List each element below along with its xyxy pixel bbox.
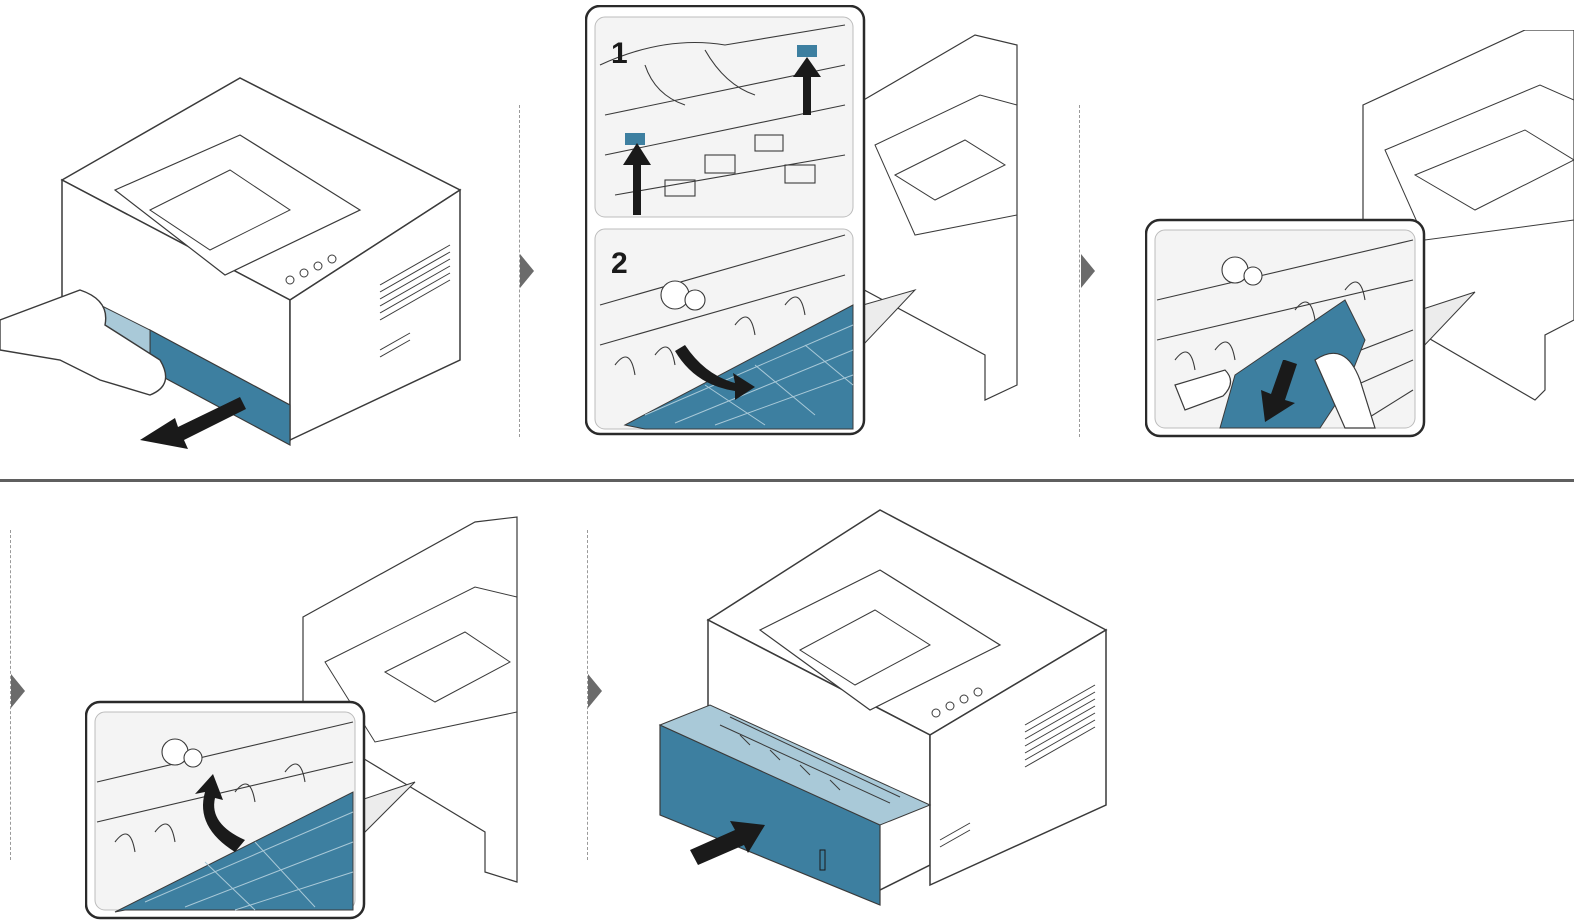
inset-label-1: 1 [611,37,628,70]
step-3-illustration [1145,30,1574,438]
step-arrow-icon [1081,254,1095,288]
step-2-illustration: 1 2 [585,5,1020,437]
step-separator [1079,105,1080,437]
step-1-illustration [0,60,470,460]
step-4-illustration [85,512,520,922]
step-arrow-icon [11,674,25,708]
row-divider [0,479,1574,482]
step-arrow-icon [588,674,602,708]
step-arrow-icon [520,254,534,288]
step-5-illustration [640,505,1110,910]
inset-label-2: 2 [611,247,628,280]
arrow-left-icon [140,397,246,449]
